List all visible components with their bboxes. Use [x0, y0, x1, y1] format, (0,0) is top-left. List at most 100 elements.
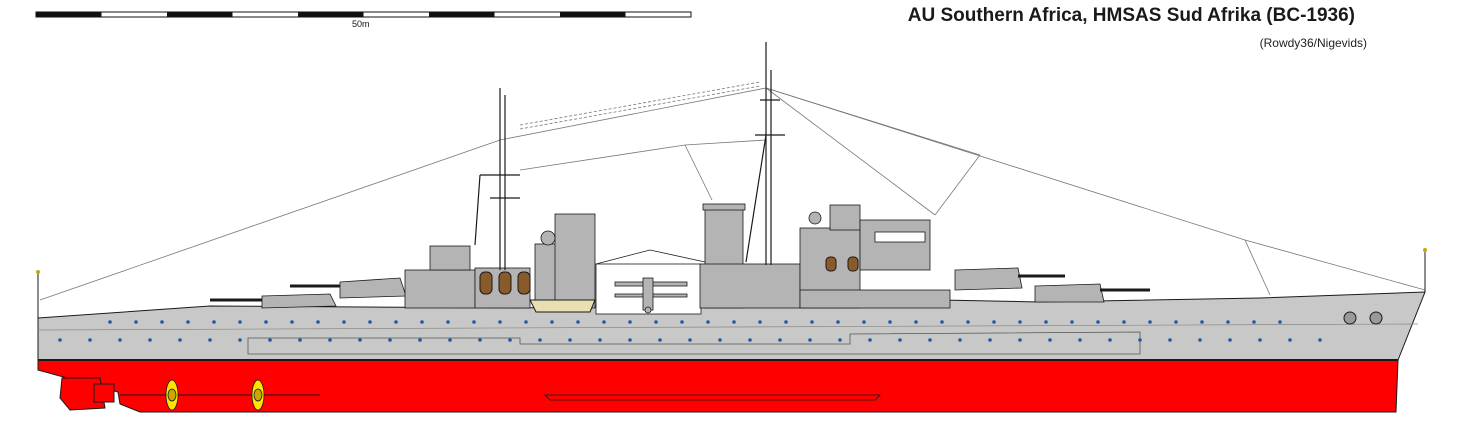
porthole — [1018, 338, 1022, 342]
porthole — [1138, 338, 1142, 342]
porthole — [290, 320, 294, 324]
porthole — [680, 320, 684, 324]
porthole — [602, 320, 606, 324]
porthole — [538, 338, 542, 342]
porthole — [550, 320, 554, 324]
fwd-mast — [745, 42, 785, 265]
scale-bar-segment — [560, 12, 626, 17]
porthole — [888, 320, 892, 324]
porthole — [1168, 338, 1172, 342]
porthole — [784, 320, 788, 324]
porthole — [1200, 320, 1204, 324]
porthole — [1174, 320, 1178, 324]
porthole — [368, 320, 372, 324]
porthole — [628, 320, 632, 324]
porthole — [1122, 320, 1126, 324]
porthole — [658, 338, 662, 342]
porthole — [388, 338, 392, 342]
porthole — [88, 338, 92, 342]
porthole — [718, 338, 722, 342]
porthole — [568, 338, 572, 342]
propeller-icon — [165, 379, 265, 411]
rigging — [39, 81, 1426, 301]
porthole — [1108, 338, 1112, 342]
porthole — [238, 338, 242, 342]
scale-label: 50m — [352, 19, 370, 29]
porthole — [1252, 320, 1256, 324]
porthole — [1078, 338, 1082, 342]
porthole — [940, 320, 944, 324]
porthole — [1226, 320, 1230, 324]
porthole — [1044, 320, 1048, 324]
porthole — [914, 320, 918, 324]
porthole — [654, 320, 658, 324]
porthole — [418, 338, 422, 342]
lifeboat-icon — [529, 299, 596, 313]
porthole — [472, 320, 476, 324]
porthole — [208, 338, 212, 342]
porthole — [732, 320, 736, 324]
porthole — [508, 338, 512, 342]
porthole — [1198, 338, 1202, 342]
porthole — [178, 338, 182, 342]
porthole — [212, 320, 216, 324]
porthole — [598, 338, 602, 342]
porthole — [160, 320, 164, 324]
porthole — [134, 320, 138, 324]
fwd-turrets — [954, 267, 1150, 303]
porthole — [446, 320, 450, 324]
porthole — [1288, 338, 1292, 342]
porthole — [898, 338, 902, 342]
porthole — [862, 320, 866, 324]
aircraft-icon — [614, 277, 688, 314]
aft-mast — [474, 88, 520, 270]
porthole — [108, 320, 112, 324]
porthole — [58, 338, 62, 342]
scale-bar-segment — [429, 12, 495, 17]
portholes — [58, 320, 1322, 342]
porthole — [810, 320, 814, 324]
porthole — [118, 338, 122, 342]
porthole — [778, 338, 782, 342]
porthole — [688, 338, 692, 342]
porthole — [268, 338, 272, 342]
porthole — [928, 338, 932, 342]
porthole — [358, 338, 362, 342]
porthole — [264, 320, 268, 324]
porthole — [148, 338, 152, 342]
lower-hull — [37, 359, 1399, 413]
porthole — [328, 338, 332, 342]
porthole — [498, 320, 502, 324]
porthole — [576, 320, 580, 324]
porthole — [868, 338, 872, 342]
drawing-credit: (Rowdy36/Nigevids) — [1259, 36, 1367, 50]
porthole — [238, 320, 242, 324]
porthole — [838, 338, 842, 342]
porthole — [966, 320, 970, 324]
scale-bar-segment — [36, 12, 102, 17]
porthole — [958, 338, 962, 342]
porthole — [1018, 320, 1022, 324]
scale-bar-graphic — [35, 11, 692, 18]
porthole — [186, 320, 190, 324]
scale-bar-segment — [167, 12, 233, 17]
porthole — [1096, 320, 1100, 324]
scale-bar-segment — [298, 12, 364, 17]
porthole — [1070, 320, 1074, 324]
porthole — [298, 338, 302, 342]
porthole — [524, 320, 528, 324]
porthole — [342, 320, 346, 324]
drawing-title: AU Southern Africa, HMSAS Sud Afrika (BC… — [907, 5, 1355, 26]
porthole — [628, 338, 632, 342]
porthole — [706, 320, 710, 324]
porthole — [988, 338, 992, 342]
porthole — [992, 320, 996, 324]
porthole — [836, 320, 840, 324]
porthole — [1258, 338, 1262, 342]
porthole — [1278, 320, 1282, 324]
porthole — [748, 338, 752, 342]
porthole — [394, 320, 398, 324]
porthole — [448, 338, 452, 342]
porthole — [808, 338, 812, 342]
